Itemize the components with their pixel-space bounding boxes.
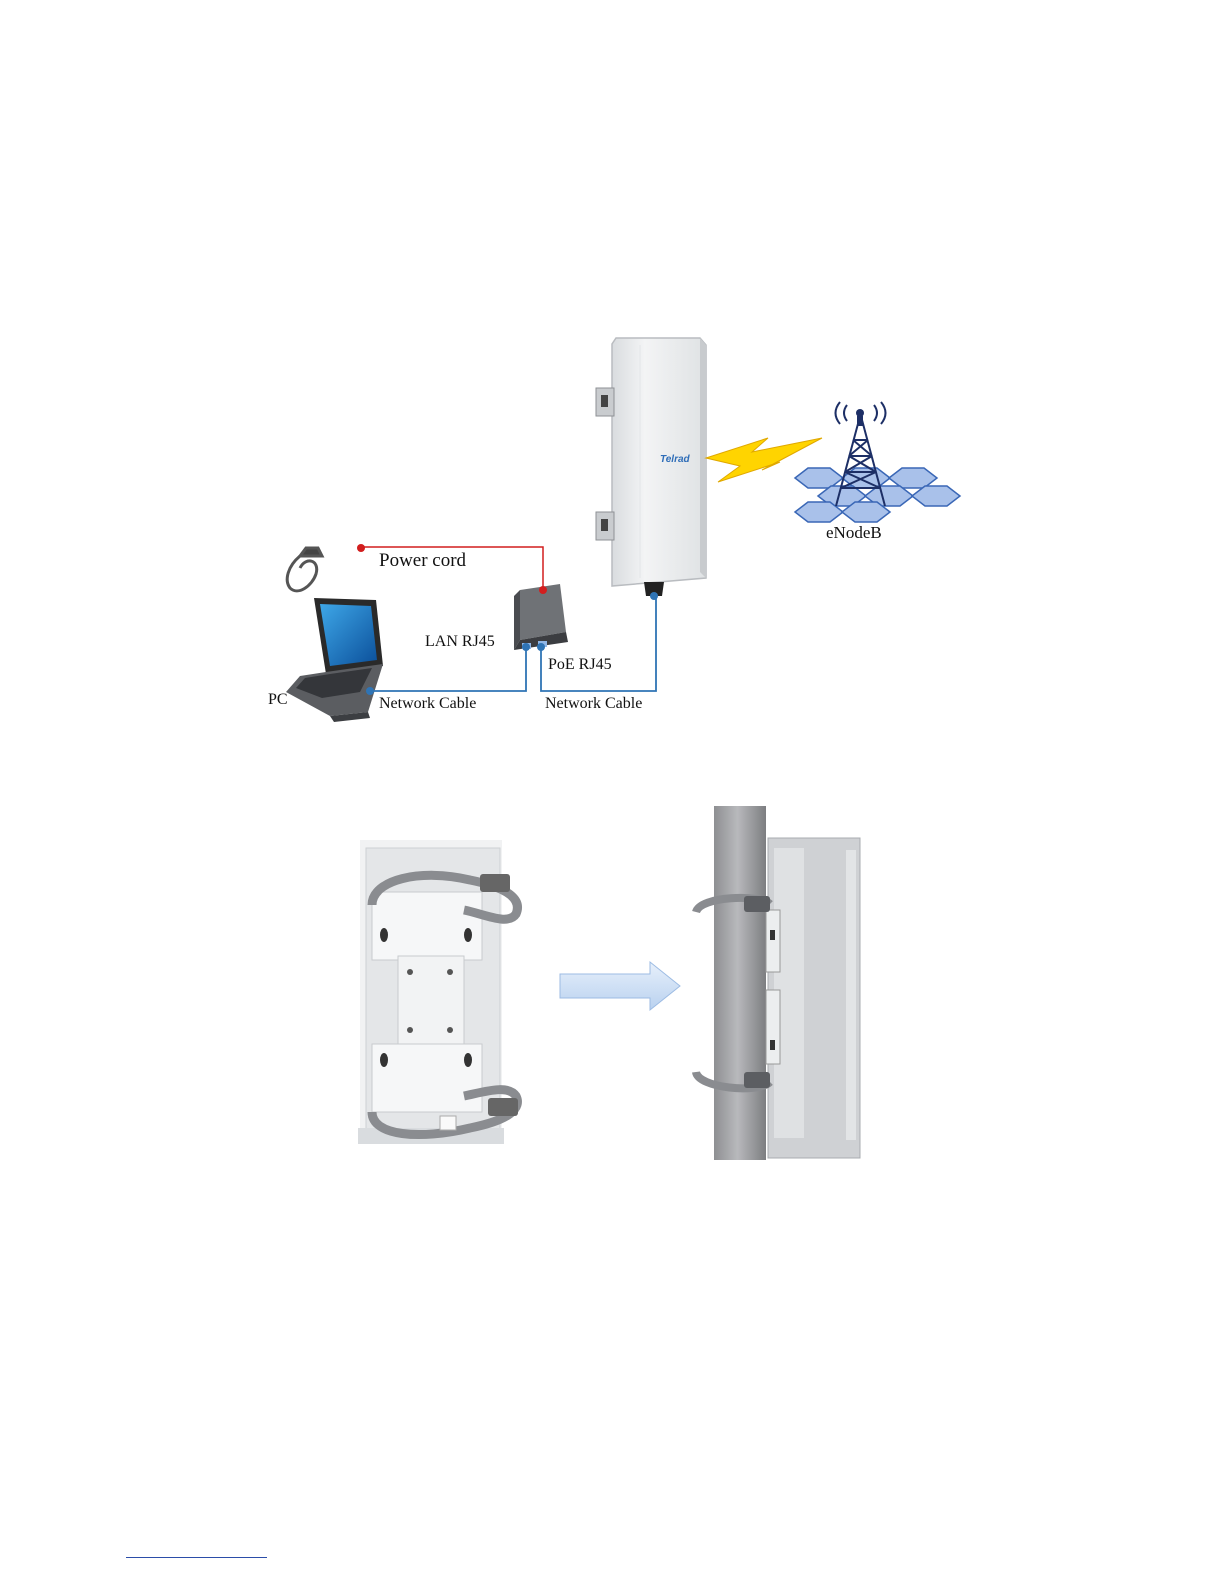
- pc-label: PC: [268, 691, 288, 708]
- right-arrow-icon: [560, 962, 680, 1010]
- footnote-separator: [126, 1557, 267, 1558]
- brand-label: Telrad: [660, 454, 691, 465]
- pole-mount-bracket-photo: [358, 840, 518, 1144]
- pc-laptop-icon: [286, 598, 383, 722]
- network-cable-label-1: Network Cable: [379, 695, 476, 712]
- poe-rj45-label: PoE RJ45: [548, 656, 612, 673]
- cpe-outdoor-unit: Telrad: [596, 338, 706, 596]
- enodeb-label: eNodeB: [826, 523, 882, 542]
- network-cable-pc-line: [366, 643, 530, 695]
- enodeb-tower-icon: [795, 402, 960, 522]
- lan-rj45-label: LAN RJ45: [425, 633, 495, 650]
- poe-injector-icon: [514, 584, 568, 650]
- network-cable-label-2: Network Cable: [545, 695, 642, 712]
- pole-mounted-cpe-photo: [696, 806, 860, 1160]
- power-cord-label: Power cord: [379, 550, 467, 571]
- power-cord-icon: [287, 548, 322, 591]
